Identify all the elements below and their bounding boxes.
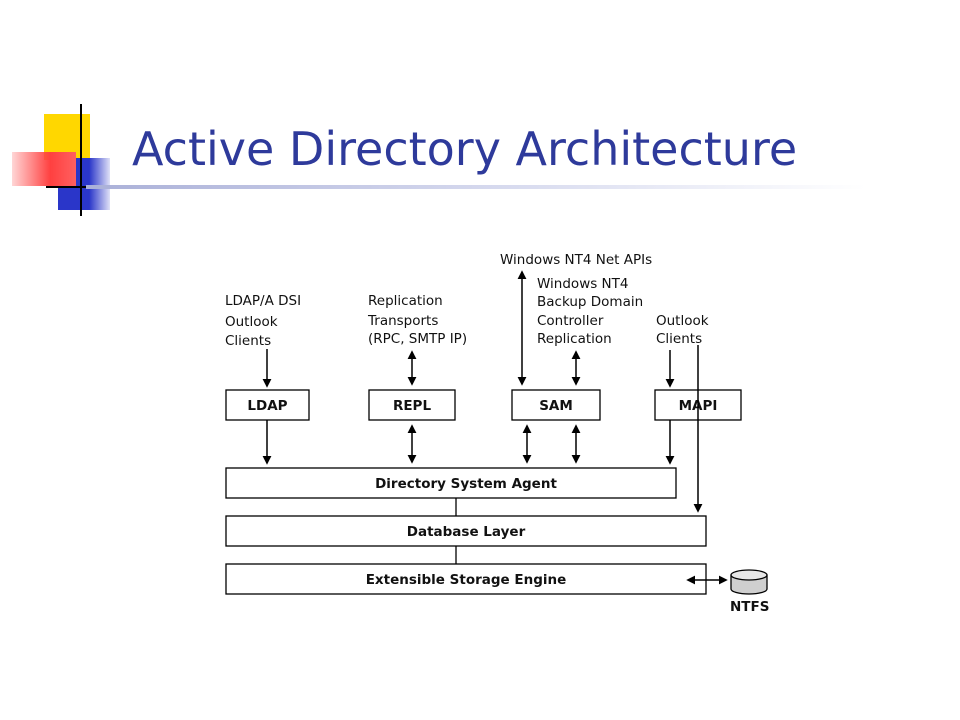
bdc-replication-label: Windows NT4 Backup Domain Controller Rep… [537,276,647,347]
repl-box: REPL [368,389,456,421]
ntfs-disk-icon [730,569,768,595]
ntfs-label: NTFS [730,599,769,615]
deco-vertical-line [80,104,82,216]
dsa-label: Directory System Agent [375,476,557,492]
extensible-storage-engine-layer: Extensible Storage Engine [225,563,707,595]
ldap-box: LDAP [225,389,310,421]
deco-horizontal-line [46,186,122,188]
ese-label: Extensible Storage Engine [366,572,567,588]
ldap-clients-label: LDAP/A DSI Outlook Clients [225,293,305,349]
database-layer-label: Database Layer [407,524,526,540]
sam-box: SAM [511,389,601,421]
outlook-clients-label: Outlook Clients [656,313,713,347]
net-apis-label: Windows NT4 Net APIs [500,252,652,268]
title-underline [86,185,866,189]
database-layer: Database Layer [225,515,707,547]
directory-system-agent-layer: Directory System Agent [225,467,677,499]
ldap-box-label: LDAP [247,398,287,414]
deco-red-square [12,152,76,186]
sam-box-label: SAM [539,398,573,414]
corner-decoration [10,100,130,220]
slide-title: Active Directory Architecture [132,122,798,176]
repl-box-label: REPL [393,398,432,414]
replication-transports-label: Replication Transports (RPC, SMTP IP) [367,293,467,347]
